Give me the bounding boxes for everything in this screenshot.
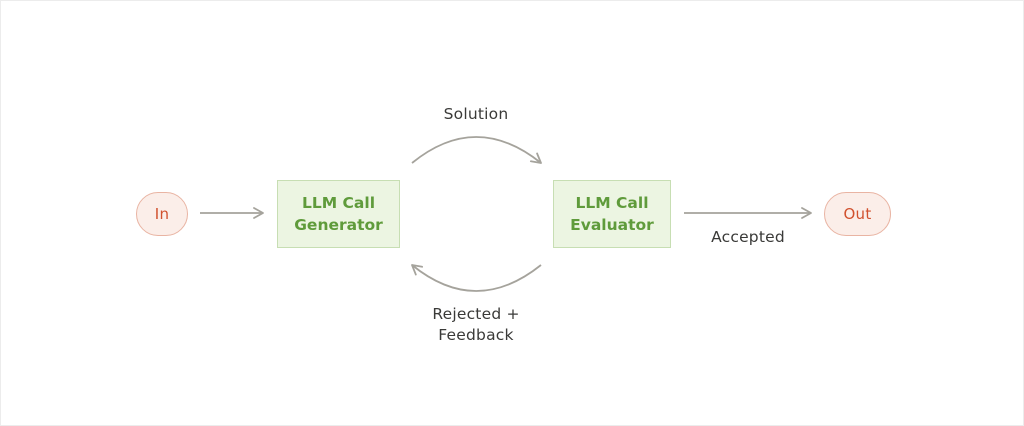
accepted-edge-label: Accepted <box>711 228 785 246</box>
rejected-edge-label-line1: Rejected + <box>432 305 520 323</box>
rejected-edge-label: Rejected + Feedback <box>416 304 536 346</box>
rejected-edge-label-line2: Feedback <box>438 326 514 344</box>
evaluator-node-line1: LLM Call <box>575 194 649 212</box>
solution-edge-label: Solution <box>443 105 509 123</box>
arrow-solution <box>411 136 542 164</box>
output-node: Out <box>824 192 891 236</box>
evaluator-node-line2: Evaluator <box>570 216 654 234</box>
arrow-rejected-feedback <box>411 264 542 292</box>
input-node: In <box>136 192 188 236</box>
output-node-label: Out <box>843 205 872 223</box>
input-node-label: In <box>154 205 170 223</box>
evaluator-node: LLM Call Evaluator <box>553 180 671 248</box>
generator-node-line2: Generator <box>294 216 383 234</box>
generator-node: LLM Call Generator <box>277 180 400 248</box>
generator-node-line1: LLM Call <box>301 194 376 212</box>
